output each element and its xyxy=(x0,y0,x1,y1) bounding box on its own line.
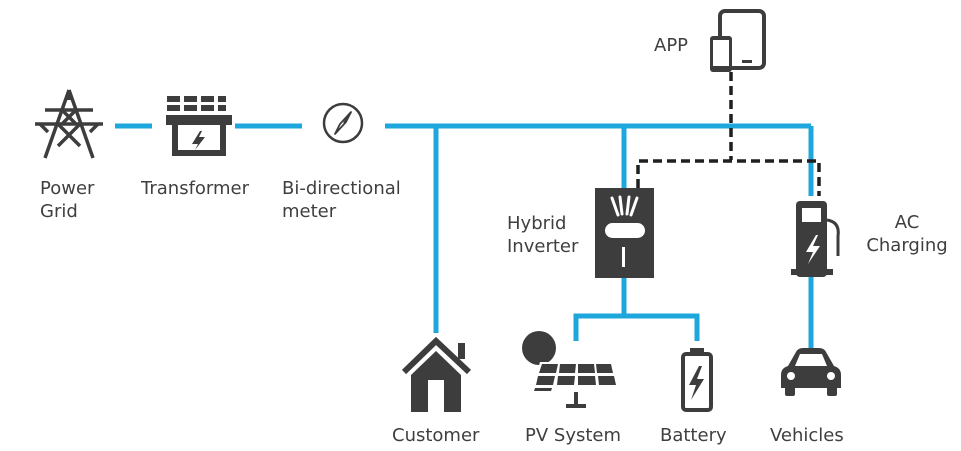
communication-lines xyxy=(636,72,821,196)
transformer-label-line-1: Transformer xyxy=(141,178,250,199)
charging-station-icon xyxy=(791,201,840,277)
tablet-phone-icon xyxy=(710,9,766,72)
power-lines xyxy=(115,123,814,350)
house-icon xyxy=(401,336,472,412)
app-label-line-1: APP xyxy=(654,35,689,56)
inverter-label-line-1: Hybrid xyxy=(507,213,567,234)
vehicles-label-line-1: Vehicles xyxy=(770,425,844,446)
ac-charging-label-line-2: Charging xyxy=(866,235,948,256)
inverter-label: Hybrid Inverter xyxy=(507,212,578,258)
meter-label-line-2: meter xyxy=(282,201,337,222)
power-grid-label-line-2: Grid xyxy=(40,201,78,222)
transformer-label: Transformer xyxy=(141,177,249,200)
pv-system-label-line-1: PV System xyxy=(525,425,622,446)
ac-charging-label: AC Charging xyxy=(865,211,949,257)
customer-label: Customer xyxy=(392,424,479,447)
vehicles-label: Vehicles xyxy=(770,424,844,447)
meter-label-line-1: Bi-directional xyxy=(282,178,401,199)
pv-system-label: PV System xyxy=(525,424,621,447)
power-grid-label: Power Grid xyxy=(40,177,94,223)
link-dash-inverter-charger xyxy=(636,159,821,196)
meter-label: Bi-directional meter xyxy=(282,177,401,223)
app-label: APP xyxy=(654,34,688,57)
inverter-label-line-2: Inverter xyxy=(507,236,579,257)
power-tower-icon xyxy=(35,89,103,159)
battery-icon xyxy=(681,348,713,412)
customer-label-line-1: Customer xyxy=(392,425,480,446)
ac-charging-label-line-1: AC xyxy=(894,212,920,233)
link-split-pv-battery xyxy=(573,313,700,341)
hybrid-inverter-icon xyxy=(595,188,654,278)
meter-icon xyxy=(322,102,364,144)
transformer-icon xyxy=(166,96,232,156)
car-icon xyxy=(781,348,841,396)
battery-label: Battery xyxy=(660,424,727,447)
power-grid-label-line-1: Power xyxy=(40,178,95,199)
solar-panel-icon xyxy=(522,331,617,408)
battery-label-line-1: Battery xyxy=(660,425,727,446)
